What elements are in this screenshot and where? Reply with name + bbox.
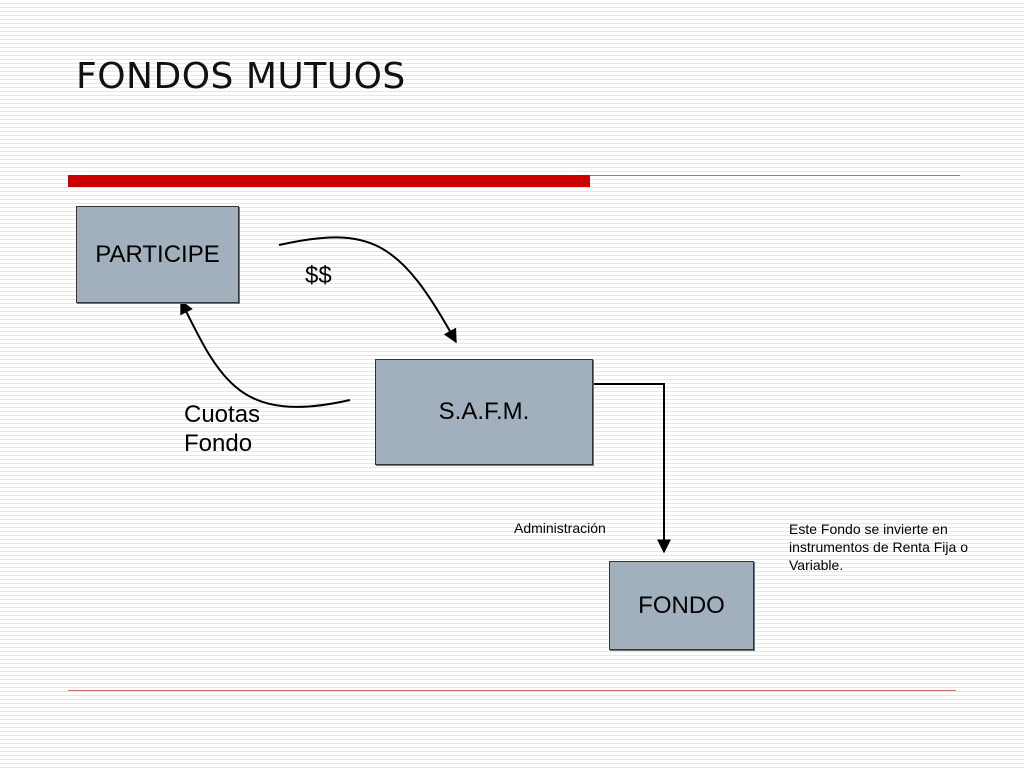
slide-title: FONDOS MUTUOS <box>76 56 406 97</box>
cuotas-label-line2: Fondo <box>184 430 253 457</box>
administracion-label: Administración <box>514 520 606 536</box>
title-underline-thin <box>590 175 960 176</box>
safm-label: S.A.F.M. <box>438 398 530 425</box>
arrow-safm-to-fondo <box>593 383 671 554</box>
safm-box: S.A.F.M. <box>375 359 593 465</box>
cuotas-label-line1: Cuotas <box>184 401 261 428</box>
fondo-label: FONDO <box>638 591 725 619</box>
money-label: $$ <box>305 262 332 289</box>
participe-label: PARTICIPE <box>95 240 220 268</box>
footer-divider <box>68 690 956 691</box>
arrow-participe-to-safm <box>278 236 457 344</box>
cuotas-fondo-label: Cuotas Fondo <box>184 400 260 458</box>
title-underline-bar <box>68 175 590 187</box>
fondo-box: FONDO <box>609 561 754 650</box>
arrow-safm-to-participe <box>180 299 351 408</box>
participe-box: PARTICIPE <box>76 206 239 303</box>
fondo-note: Este Fondo se invierte en instrumentos d… <box>789 521 968 573</box>
